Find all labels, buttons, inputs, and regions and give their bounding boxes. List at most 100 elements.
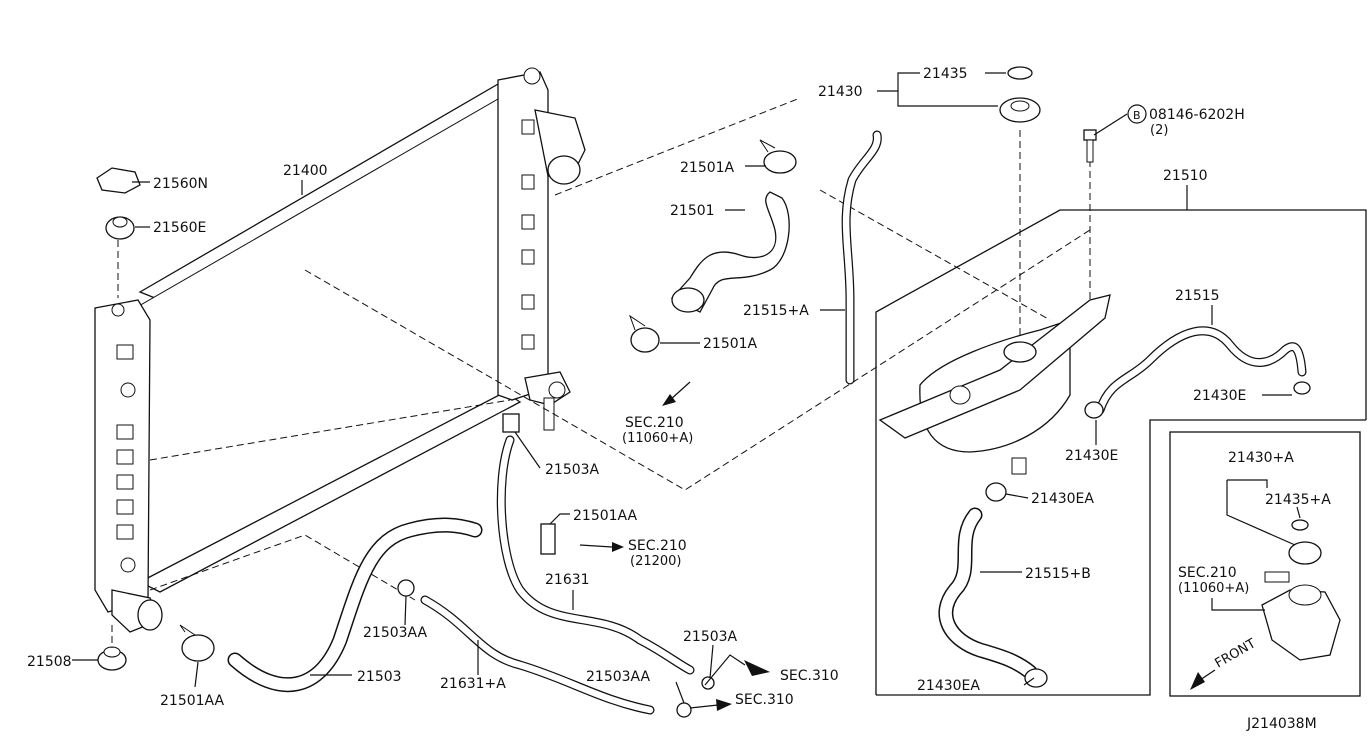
label-21501: 21501 [670,203,715,219]
label-21631: 21631 [545,572,590,588]
label-bolt-08146-6202H: 08146-6202H [1149,107,1245,123]
hose-21503 [227,517,483,693]
label-inset-sec210-sub: (11060+A) [1178,581,1249,596]
label-21560N: 21560N [153,176,208,192]
alignment-line [819,189,1051,321]
label-21560E: 21560E [153,220,206,236]
arrow-sec310-a [744,660,770,676]
label-bolt-prefix: B [1133,109,1141,122]
label-21510: 21510 [1163,168,1208,184]
tube-21631A [420,595,655,715]
label-bolt-qty: (2) [1150,123,1168,138]
arrow-sec210-21200 [612,542,624,552]
tank-slot [116,424,134,440]
label-21430E-right: 21430E [1193,388,1246,404]
tank-slot [116,344,134,360]
mount-lower-21508 [97,646,127,671]
cap-21430 [999,97,1041,123]
label-21503A-bottom-right: 21503A [683,629,738,645]
tank-slot [521,214,535,230]
clamp-21430EA-bot [1024,668,1048,688]
bolt-08146-6202H [1083,129,1097,163]
clamp-21501AA-bl [179,624,215,662]
label-21501AA-bottom-left: 21501AA [160,693,225,709]
label-21400: 21400 [283,163,328,179]
label-21503: 21503 [357,669,402,685]
label-21430EA-bottom: 21430EA [917,678,980,694]
label-21430E-left: 21430E [1065,448,1118,464]
tank-slot [521,119,535,135]
clamp-21501A-low [629,314,660,353]
tube-21515A [841,130,882,385]
leader-lines [72,72,1301,704]
label-sec210-11060-sub: (11060+A) [622,431,693,446]
callout-labels: 21400 21560N 21560E 21508 21501AA 21503 … [27,66,1331,732]
front-arrow [1190,672,1205,690]
bolt-circle [1127,104,1147,124]
clamp-21503AA-br [676,702,692,718]
tube-21515 [1095,326,1307,415]
arrow-sec210-11060 [662,394,676,406]
label-sec310-b: SEC.310 [735,692,794,708]
tube-21631 [496,435,695,675]
label-21508: 21508 [27,654,72,670]
alignment-line [554,97,801,196]
drain-boss [111,303,125,317]
label-21515A: 21515+A [743,303,809,319]
label-inset-21430A: 21430+A [1228,450,1294,466]
label-inset-sec210: SEC.210 [1178,565,1237,581]
reservoir-group-box-bottom [876,419,1366,696]
lower-outlet-port [548,381,566,399]
reservoir-group-box [875,209,1367,695]
label-21501A-top: 21501A [680,160,735,176]
inset-thermostat-housing [1261,519,1341,661]
label-21503A-mid: 21503A [545,462,600,478]
mount-upper-21560E [105,216,135,240]
arrow-sec310-b [716,699,732,711]
radiator-assembly [94,67,586,633]
clamp-21501A-top [759,139,797,174]
label-sec310-a: SEC.310 [780,668,839,684]
tank-slot [521,249,535,265]
label-sec210-21200-sub: (21200) [630,554,682,569]
label-21501AA-mid: 21501AA [573,508,638,524]
tank-slot [116,499,134,515]
label-21515B: 21515+B [1025,566,1091,582]
tank-slot [521,294,535,310]
label-21515: 21515 [1175,288,1220,304]
label-21501A-lower: 21501A [703,336,758,352]
label-inset-21435A: 21435+A [1265,492,1331,508]
left-outlet-port [137,599,163,631]
alignment-line [304,229,1091,491]
tank-fitting [120,382,136,398]
clamp-21503A-br [701,676,715,690]
tank-slot [116,474,134,490]
clamp-21503AA [397,579,415,597]
tank-slot [521,174,535,190]
label-21631A: 21631+A [440,676,506,692]
reservoir-21510 [878,294,1111,475]
lower-outlet-pipe [543,397,555,431]
label-21503AA-bottom-right: 21503AA [586,669,651,685]
label-21430: 21430 [818,84,863,100]
tank-slot [521,334,535,350]
arrows [579,381,1216,711]
inset-box [1169,431,1361,697]
cap-21435 [1007,66,1033,80]
clamp-21501AA-mid [540,523,556,555]
label-21435: 21435 [923,66,968,82]
clamp-21430EA-top [985,482,1007,502]
tank-slot [116,449,134,465]
label-21503AA-mid: 21503AA [363,625,428,641]
clamp-21503A [502,413,520,433]
tank-fitting [523,67,541,85]
label-front: FRONT [1213,636,1259,671]
label-21430EA-top: 21430EA [1031,491,1094,507]
mount-upper-21560N [96,167,141,194]
label-sec210-21200: SEC.210 [628,538,687,554]
clamp-21430E-r [1293,381,1311,395]
label-sec210-11060: SEC.210 [625,415,684,431]
hose-21501 [670,191,790,313]
tank-fitting [120,557,136,573]
